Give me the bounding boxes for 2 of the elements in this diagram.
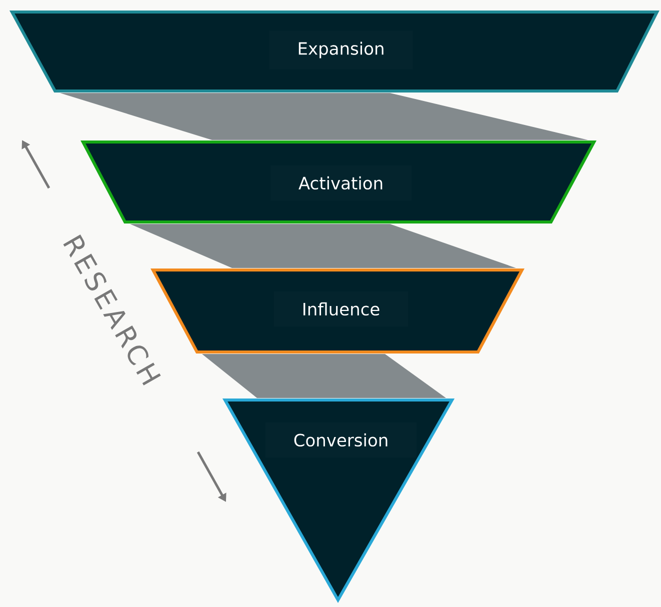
connector-band [202, 354, 446, 398]
connector-band [60, 93, 588, 140]
